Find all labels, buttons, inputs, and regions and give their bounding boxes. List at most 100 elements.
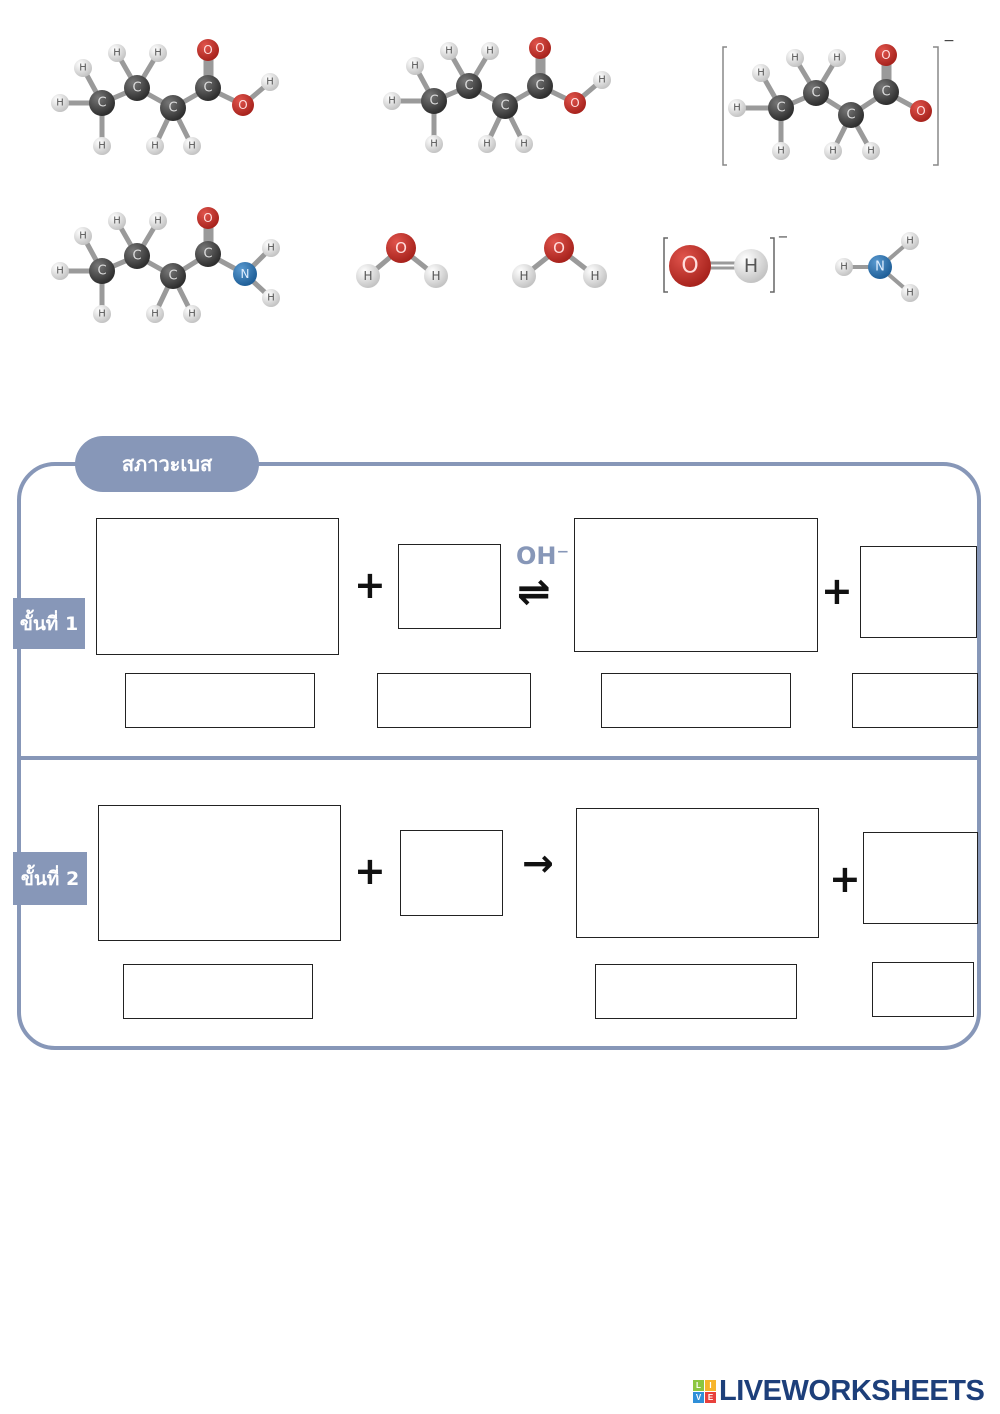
svg-text:H: H <box>906 288 914 299</box>
svg-text:C: C <box>203 81 212 96</box>
charge-label: − <box>778 232 789 245</box>
svg-text:C: C <box>464 79 473 94</box>
butanamide-molecule: H H H H H H H H H C C C C O N <box>51 207 280 323</box>
svg-text:H: H <box>79 231 87 242</box>
svg-text:H: H <box>154 216 162 227</box>
step1-catalyst-label: OH⁻ <box>516 542 570 570</box>
section-title: สภาวะเบส <box>75 436 259 492</box>
svg-text:H: H <box>486 46 494 57</box>
svg-text:H: H <box>840 262 848 273</box>
brand-name: LIVEWORKSHEETS <box>719 1375 985 1407</box>
step1-product1-name-input[interactable] <box>601 673 791 728</box>
ammonia-molecule: H H H N <box>835 232 919 302</box>
equilibrium-arrow-icon: ⇌ <box>517 569 551 615</box>
charge-label: − <box>943 35 955 49</box>
svg-text:C: C <box>203 247 212 262</box>
step2-product2-name-input[interactable] <box>872 962 974 1017</box>
svg-text:C: C <box>132 81 141 96</box>
svg-text:O: O <box>535 41 544 55</box>
butanoate-ion-molecule: − H H H H H H H C C C C O O <box>722 35 955 166</box>
svg-text:H: H <box>113 216 121 227</box>
step1-product2-drop-box[interactable] <box>860 546 977 638</box>
atom-label: H <box>56 98 64 109</box>
step-1-label: ขั้นที่ 1 <box>13 598 85 649</box>
step1-reactant1-drop-box[interactable] <box>96 518 339 655</box>
svg-text:H: H <box>757 68 765 79</box>
svg-text:C: C <box>429 94 438 109</box>
live-logo-icon: L I V E <box>693 1380 716 1403</box>
step1-plus-1: + <box>354 563 386 607</box>
step2-reactant1-name-input[interactable] <box>123 964 313 1019</box>
step2-product1-drop-box[interactable] <box>576 808 819 938</box>
svg-text:C: C <box>846 108 855 123</box>
svg-text:H: H <box>430 139 438 150</box>
svg-text:C: C <box>97 96 106 111</box>
svg-text:H: H <box>267 243 275 254</box>
step1-product2-name-input[interactable] <box>852 673 978 728</box>
step-divider <box>17 756 981 760</box>
step2-reactant1-drop-box[interactable] <box>98 805 341 941</box>
svg-text:O: O <box>553 239 565 257</box>
svg-text:H: H <box>363 269 372 283</box>
svg-text:H: H <box>791 53 799 64</box>
svg-text:H: H <box>79 63 87 74</box>
svg-text:C: C <box>535 79 544 94</box>
svg-text:H: H <box>483 139 491 150</box>
svg-text:H: H <box>98 309 106 320</box>
step1-reactant2-name-input[interactable] <box>377 673 531 728</box>
svg-text:O: O <box>203 211 212 225</box>
svg-text:H: H <box>188 309 196 320</box>
svg-text:H: H <box>56 266 64 277</box>
svg-text:O: O <box>681 254 698 279</box>
svg-text:H: H <box>829 146 837 157</box>
svg-text:H: H <box>431 269 440 283</box>
svg-text:O: O <box>395 239 407 257</box>
svg-text:H: H <box>445 46 453 57</box>
svg-text:O: O <box>203 43 212 57</box>
svg-text:H: H <box>520 139 528 150</box>
svg-text:O: O <box>881 48 890 62</box>
svg-text:C: C <box>97 264 106 279</box>
svg-text:H: H <box>388 96 396 107</box>
step2-product2-drop-box[interactable] <box>863 832 978 924</box>
svg-text:H: H <box>519 269 528 283</box>
water-molecule-1: H H O <box>356 233 448 288</box>
svg-text:H: H <box>411 61 419 72</box>
svg-text:H: H <box>733 103 741 114</box>
svg-text:H: H <box>151 309 159 320</box>
svg-text:H: H <box>154 48 162 59</box>
step2-product1-name-input[interactable] <box>595 964 797 1019</box>
svg-text:C: C <box>776 101 785 116</box>
svg-text:H: H <box>151 141 159 152</box>
svg-text:C: C <box>881 85 890 100</box>
step-2-label: ขั้นที่ 2 <box>13 852 87 905</box>
svg-text:H: H <box>777 146 785 157</box>
step2-plus-1: + <box>354 849 386 893</box>
water-molecule-2: H H O <box>512 233 607 288</box>
svg-text:O: O <box>238 98 247 112</box>
svg-text:H: H <box>867 146 875 157</box>
svg-text:H: H <box>188 141 196 152</box>
step2-plus-2: + <box>829 857 861 901</box>
svg-text:H: H <box>113 48 121 59</box>
butanoic-acid-molecule-1: H H H H H H H H C C C C O O <box>51 39 279 155</box>
svg-text:C: C <box>500 99 509 114</box>
svg-text:C: C <box>168 269 177 284</box>
step1-plus-2: + <box>821 569 853 613</box>
svg-text:H: H <box>590 269 599 283</box>
hydroxide-ion-molecule: − O H <box>663 232 789 293</box>
svg-text:H: H <box>98 141 106 152</box>
svg-text:H: H <box>267 293 275 304</box>
svg-text:O: O <box>570 96 579 110</box>
step1-reactant2-drop-box[interactable] <box>398 544 501 629</box>
liveworksheets-logo: L I V E LIVEWORKSHEETS <box>693 1375 985 1408</box>
svg-text:C: C <box>811 86 820 101</box>
svg-text:C: C <box>168 101 177 116</box>
svg-text:N: N <box>241 267 250 281</box>
svg-text:O: O <box>916 104 925 118</box>
svg-text:H: H <box>598 75 606 86</box>
step1-product1-drop-box[interactable] <box>574 518 818 652</box>
step1-reactant1-name-input[interactable] <box>125 673 315 728</box>
svg-text:N: N <box>875 260 885 275</box>
step2-reactant2-drop-box[interactable] <box>400 830 503 916</box>
